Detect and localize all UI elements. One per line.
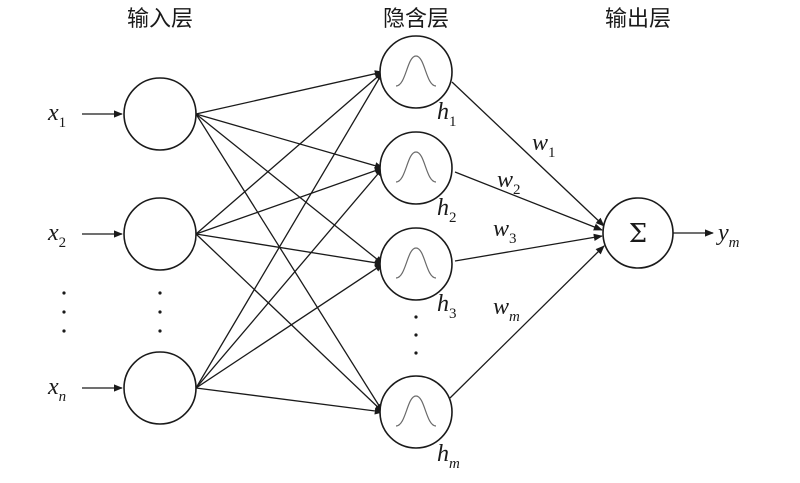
edge-h2-out [454, 171, 603, 231]
hidden-label-h1: h1 [437, 99, 457, 130]
edge-x2-hm [195, 233, 384, 413]
input-node-ellipsis [158, 291, 162, 333]
hidden-layer-title: 隐含层 [383, 7, 449, 32]
edge-h1-out [451, 81, 605, 227]
sum-symbol: Σ [629, 219, 647, 249]
hidden-node-2 [379, 131, 453, 205]
hidden-label-h3: h3 [437, 291, 457, 322]
hidden-node-3 [379, 227, 453, 301]
output-layer-title: 输出层 [605, 7, 671, 32]
weight-label-wm: wm [493, 294, 520, 325]
hidden-node-ellipsis [414, 315, 418, 355]
input-node-n [123, 351, 197, 425]
gaussian-icon [395, 151, 437, 183]
weight-label-w3: w3 [493, 216, 517, 247]
gaussian-icon [395, 247, 437, 279]
input-layer-title: 输入层 [127, 7, 193, 32]
hidden-node-1 [379, 35, 453, 109]
edge-x2-h2 [195, 167, 384, 235]
edge-hm-out [449, 245, 605, 399]
edge-x2-h1 [195, 71, 384, 235]
edge-xn-h1 [195, 71, 384, 389]
edge-x1-h3 [195, 113, 384, 265]
edge-xn-hm [195, 387, 384, 415]
edge-x1-h2 [195, 113, 384, 170]
input-node-2 [123, 197, 197, 271]
hidden-label-hm: hm [437, 441, 460, 472]
input-label-xn: xn [47, 374, 66, 405]
output-node [602, 197, 674, 269]
edge-x1-hm [195, 113, 384, 413]
hidden-label-h2: h2 [437, 195, 457, 226]
weight-label-w2: w2 [497, 167, 521, 198]
input-node-1 [123, 77, 197, 151]
edge-h3-out [454, 233, 603, 262]
input-label-x2: x2 [47, 220, 66, 251]
input-hidden-edges [195, 70, 384, 415]
input-ellipsis [62, 291, 66, 333]
edge-xn-h3 [195, 263, 384, 389]
weight-label-w1: w1 [532, 130, 556, 161]
gaussian-icon [395, 55, 437, 87]
hidden-node-m [379, 375, 453, 449]
input-label-x1: x1 [47, 100, 66, 131]
gaussian-icon [395, 395, 437, 427]
output-label-ym: ym [716, 220, 740, 251]
edge-x2-h3 [195, 233, 384, 267]
hidden-output-edges [449, 81, 605, 399]
edge-xn-h2 [195, 167, 384, 389]
edge-x1-h1 [195, 70, 384, 115]
